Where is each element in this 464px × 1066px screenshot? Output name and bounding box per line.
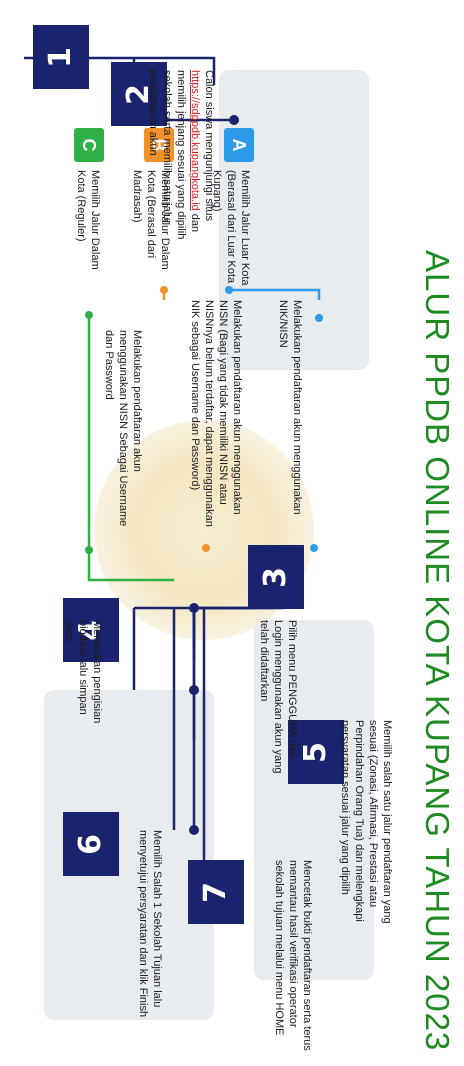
register-c-text: Melakukan pendaftaran akun menggunakan N… [103, 330, 143, 527]
step-7-box: 7 [188, 860, 244, 924]
connector-dot [229, 115, 239, 125]
step-4-text: Melakukan pengisian biodata lalu simpan … [63, 620, 103, 724]
connector-dot [189, 825, 199, 835]
step-6-box: 6 [63, 812, 119, 876]
category-c-box: C [74, 128, 104, 162]
category-a-box: A [224, 128, 254, 162]
category-b-text: Memilih Jalur Dalam Kota (Berasal dari M… [131, 170, 171, 270]
register-a-text: Melakukan pendaftaran akun menggunakan N… [277, 300, 303, 515]
step-1-box: 1 [33, 25, 89, 89]
connector-dot [189, 685, 199, 695]
connector-dot [189, 603, 199, 613]
step-3-text: Pilih menu PENGGUNA dan Login menggunaka… [258, 620, 298, 774]
step-6-text: Memilih Salah 1 Sekolah Tujuan lalu meny… [137, 830, 163, 1018]
category-a-text: Memilih Jalur Luar Kota (Berasal dari Lu… [211, 170, 251, 286]
step-5-text: Memilih salah satu jalur pendaftaran yan… [339, 720, 393, 924]
ppdb-url-link[interactable]: https://sdppdb.kupangkota.id [189, 70, 201, 211]
step-3-box: 3 [248, 545, 304, 609]
category-c-text: Memilih Jalur Dalam Kota (Reguler) [75, 170, 101, 270]
step-7-text: Mencetak bukti pendaftaran serta terus m… [273, 860, 313, 1051]
register-b-text: Melakukan pendaftaran akun menggunakan N… [189, 300, 243, 527]
